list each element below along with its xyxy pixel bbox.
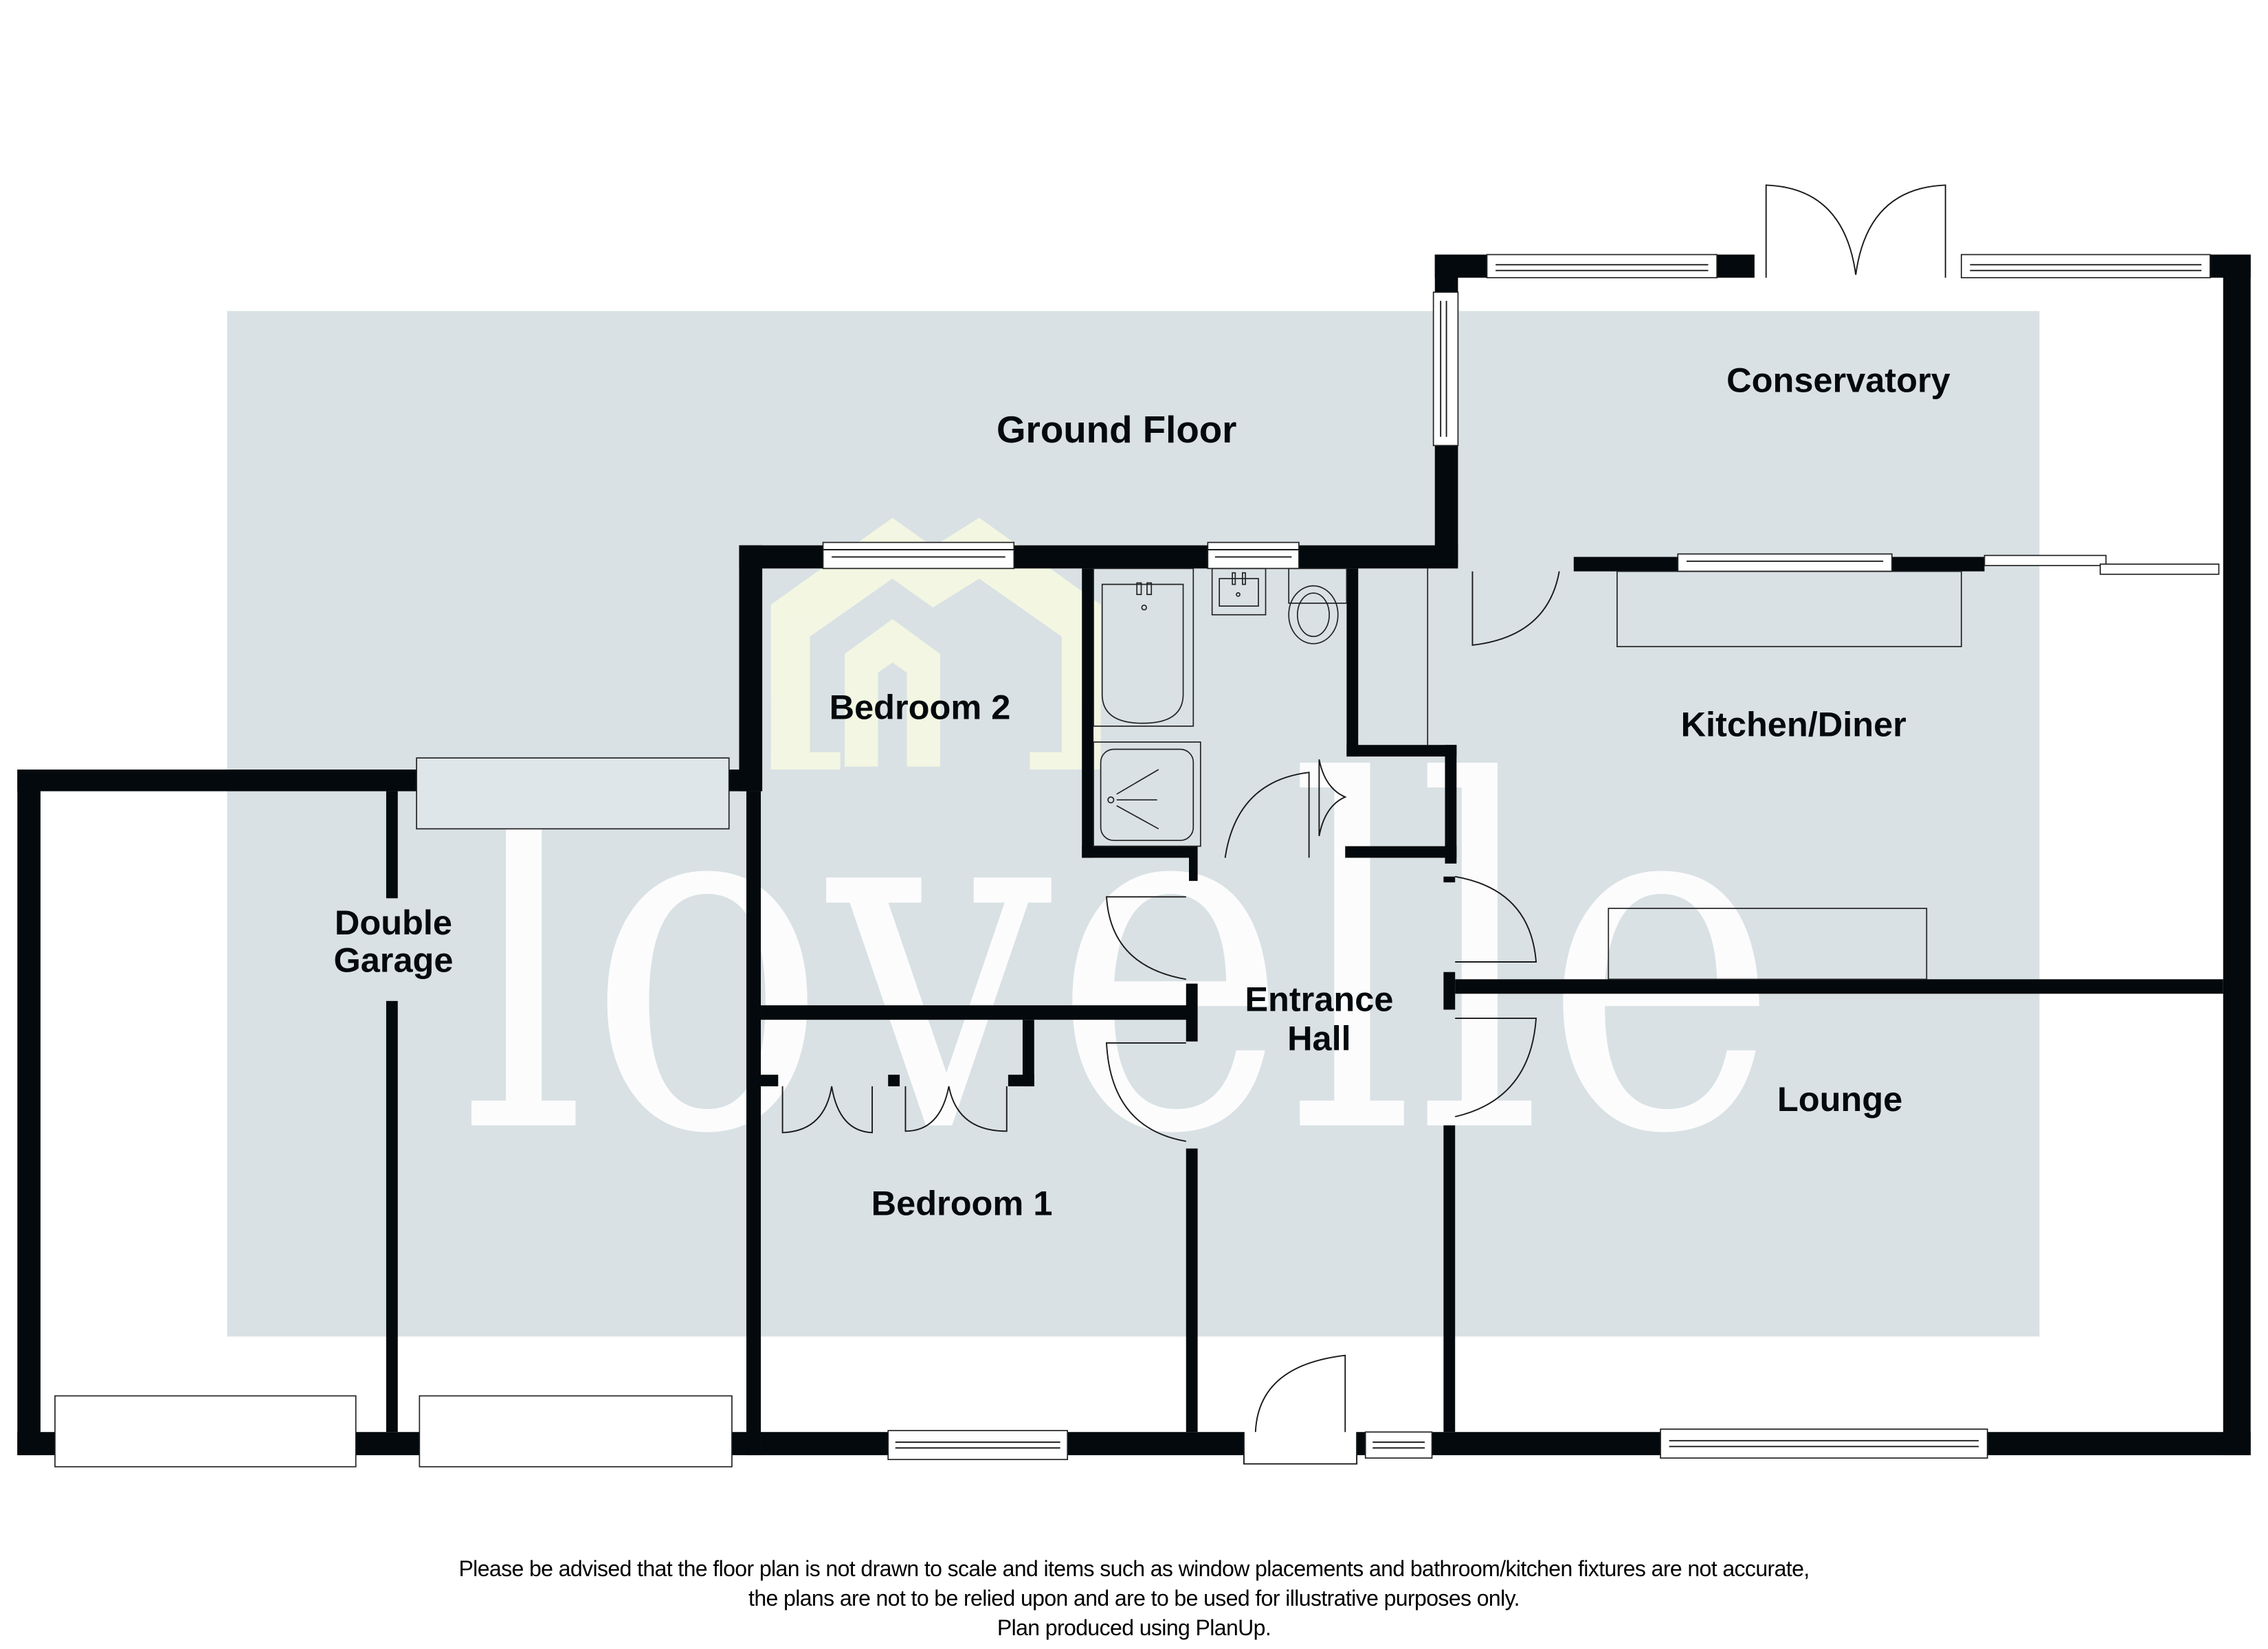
shower-icon bbox=[1093, 741, 1201, 847]
disclaimer: Please be advised that the floor plan is… bbox=[0, 1554, 2268, 1643]
room-label-kitchen-diner: Kitchen/Diner bbox=[1681, 705, 1906, 744]
room-label-double-garage-line1: Double bbox=[335, 903, 452, 942]
room-label-bedroom-1: Bedroom 1 bbox=[871, 1183, 1053, 1222]
room-label-double-garage-line2: Garage bbox=[333, 941, 453, 980]
room-label-lounge: Lounge bbox=[1777, 1079, 1902, 1119]
disclaimer-line-3: Plan produced using PlanUp. bbox=[997, 1615, 1271, 1640]
windows bbox=[822, 254, 2220, 1461]
room-label-bedroom-2: Bedroom 2 bbox=[830, 687, 1011, 726]
room-label-entrance-hall-line2: Hall bbox=[1287, 1018, 1351, 1057]
room-label-entrance-hall-line1: Entrance bbox=[1245, 980, 1393, 1019]
toilet-icon bbox=[1288, 568, 1348, 644]
kitchen-units bbox=[1427, 568, 1962, 980]
disclaimer-line-1: Please be advised that the floor plan is… bbox=[458, 1556, 1810, 1581]
garage-doors bbox=[54, 757, 733, 1468]
disclaimer-line-2: the plans are not to be relied upon and … bbox=[748, 1586, 1520, 1611]
room-label-conservatory: Conservatory bbox=[1726, 361, 1950, 400]
floor-title: Ground Floor bbox=[997, 408, 1236, 451]
bath-icon bbox=[1093, 568, 1194, 727]
doors bbox=[781, 184, 1946, 1465]
sink-icon bbox=[1211, 568, 1267, 616]
